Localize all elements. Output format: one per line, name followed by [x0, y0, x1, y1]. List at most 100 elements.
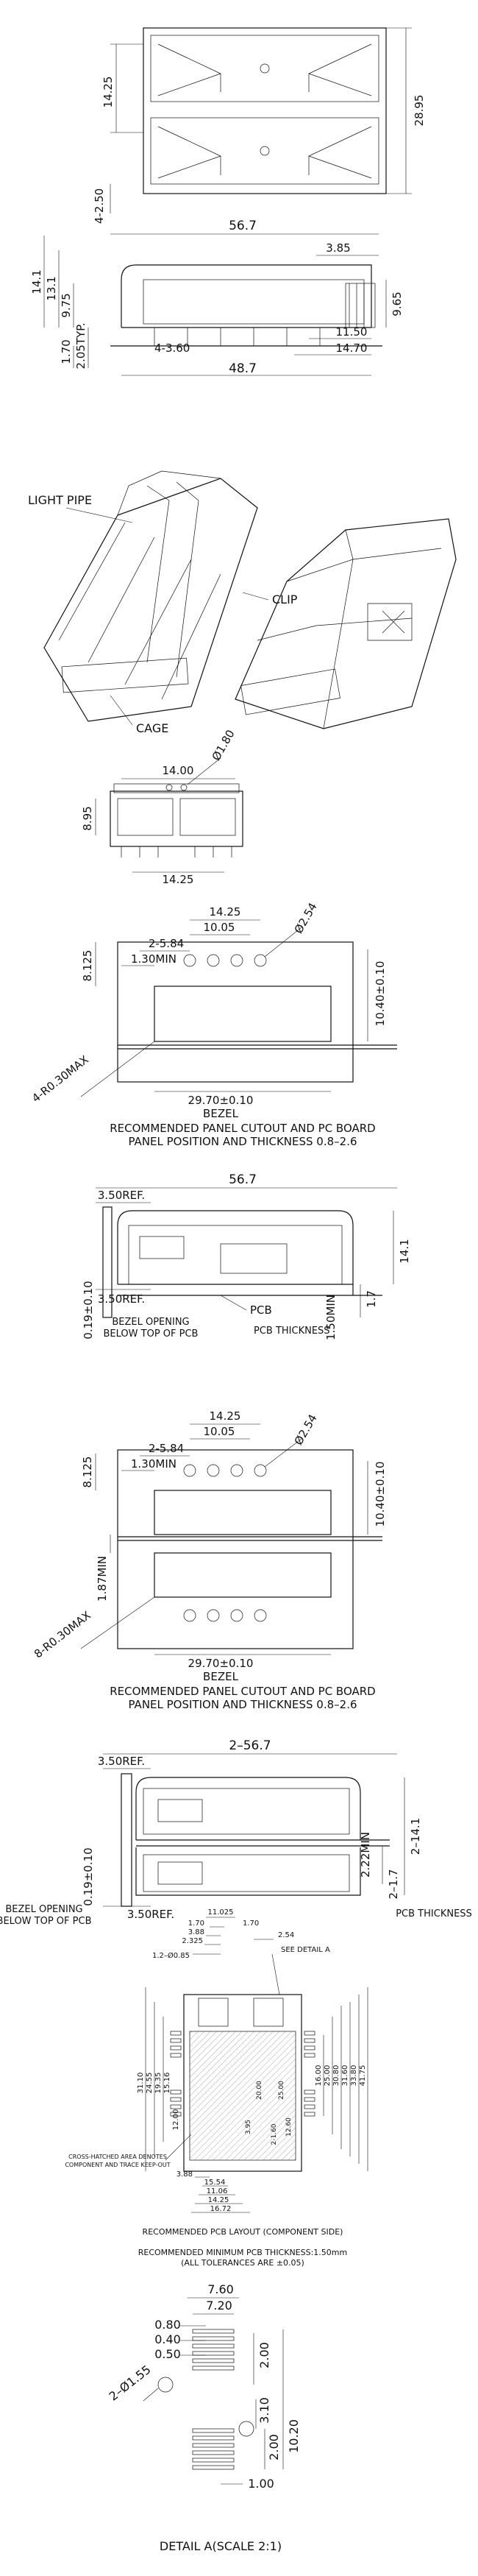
front-view: 14.00 Ø1.80 8.95 14.25 — [81, 727, 243, 886]
pcb-top-dim-7: SEE DETAIL A — [281, 1946, 330, 1954]
label-light-pipe: LIGHT PIPE — [28, 493, 92, 507]
p2-dim-8-r0-30: 8-R0.30MAX — [32, 1609, 93, 1661]
dim-14-25: 14.25 — [101, 77, 115, 108]
pcb-side-dim-0: 2-1.60 — [271, 2123, 278, 2145]
s1-dim-3-50ref-b: 3.50REF. — [98, 1292, 145, 1306]
pcb-caption-3: (ALL TOLERANCES ARE ±0.05) — [181, 2258, 304, 2268]
p1-dim-4-r0-30: 4-R0.30MAX — [29, 1053, 91, 1105]
pcb-top-dim-2: 1.70 — [243, 1919, 259, 1928]
s2-dim-2-56-7: 2–56.7 — [229, 1738, 271, 1753]
p1-caption-1: RECOMMENDED PANEL CUTOUT AND PC BOARD — [110, 1122, 376, 1135]
s1-pcb-label: PCB — [250, 1303, 272, 1317]
da-dim-7-60: 7.60 — [207, 2282, 234, 2296]
pcb-top-dim-4: 2.325 — [182, 1937, 203, 1945]
dim-9-65: 9.65 — [390, 291, 404, 316]
pcb-caption-2: RECOMMENDED MINIMUM PCB THICKNESS:1.50mm — [138, 2248, 347, 2257]
p1-dim-8-125: 8.125 — [81, 950, 94, 982]
pcb-top-dim-0: 11.025 — [208, 1908, 234, 1917]
pcb-bottom-dim-3: 14.25 — [208, 2196, 229, 2204]
pcb-left-dim-2: 19.35 — [154, 2073, 163, 2094]
detail-a-pads — [192, 2329, 235, 2470]
side-section-stacked: 2–56.7 3.50REF. 2–14.1 2–1.7 2.22MIN 0.1… — [0, 1738, 472, 1927]
pcb-side-dim-3: 20.00 — [256, 2081, 263, 2100]
pcb-side-dim-2: 12.60 — [285, 2117, 293, 2137]
dim-1-70: 1.70 — [60, 339, 73, 364]
pcb-left-dim-1: 24.55 — [146, 2073, 154, 2094]
s1-pcb-thickness: PCB THICKNESS — [254, 1326, 330, 1337]
dim-dia-1-80: Ø1.80 — [210, 727, 238, 762]
da-dim-2-00-b: 2.00 — [267, 2434, 281, 2460]
dim-4-3-60: 4-3.60 — [154, 342, 190, 355]
p2-dim-1-30min: 1.30MIN — [131, 1457, 176, 1471]
panel-cutout-stacked: 14.25 10.05 2-5.84 1.30MIN 8.125 Ø2.54 1… — [32, 1409, 387, 1711]
dim-13-1: 13.1 — [45, 276, 58, 300]
s1-dim-0-19: 0.19±0.10 — [82, 1281, 95, 1339]
pcb-side-dim-1: 3.95 — [245, 2120, 252, 2134]
s2-bezel-opening-2: BELOW TOP OF PCB — [0, 1916, 91, 1927]
pad-row-left — [170, 2031, 182, 2117]
pcb-right-dim-3: 31.60 — [341, 2065, 349, 2087]
p1-dim-dia-2-54: Ø2.54 — [292, 900, 320, 935]
s1-bezel-opening-1: BEZEL OPENING — [112, 1317, 189, 1328]
da-dim-0-80: 0.80 — [154, 2318, 181, 2332]
p2-bezel-label: BEZEL — [203, 1670, 239, 1683]
p2-dim-1-87min: 1.87MIN — [96, 1556, 109, 1602]
dim-11-50: 11.50 — [336, 325, 368, 339]
pcb-bottom-dim-1: 15.54 — [204, 2179, 226, 2187]
s2-dim-2-22min: 2.22MIN — [359, 1832, 372, 1878]
p2-dim-29-70: 29.70±0.10 — [188, 1657, 254, 1670]
pcb-left-dim-4: 12.00 — [172, 2109, 180, 2131]
p2-dim-8-125: 8.125 — [81, 1457, 94, 1488]
dim-4-2-50: 4-2.50 — [93, 188, 106, 224]
s1-dim-1-7: 1.7 — [365, 1290, 378, 1308]
da-dim-7-20: 7.20 — [206, 2299, 232, 2313]
pcb-bottom-dim-4: 16.72 — [210, 2205, 232, 2213]
side-section-single: 56.7 3.50REF. PCB 14.1 1.7 3.50REF. 0.19… — [82, 1172, 411, 1340]
p2-caption-1: RECOMMENDED PANEL CUTOUT AND PC BOARD — [110, 1685, 376, 1698]
pcb-left-dim-3: 15.16 — [163, 2073, 171, 2094]
pcb-top-dim-3: 3.88 — [188, 1928, 204, 1936]
dim-8-95: 8.95 — [81, 806, 94, 830]
isometric-view: LIGHT PIPE CLIP CAGE — [28, 470, 457, 735]
p1-dim-1-30min: 1.30MIN — [131, 952, 176, 966]
dim-14-25-front: 14.25 — [163, 873, 194, 886]
pcb-caption-1: RECOMMENDED PCB LAYOUT (COMPONENT SIDE) — [143, 2227, 343, 2237]
label-clip: CLIP — [272, 592, 298, 606]
da-dim-2-00: 2.00 — [257, 2342, 271, 2368]
dim-3-85: 3.85 — [326, 241, 350, 255]
dim-14-00: 14.00 — [163, 764, 194, 777]
top-view: 14.25 28.95 4-2.50 — [93, 27, 426, 224]
da-dim-0-40: 0.40 — [154, 2332, 181, 2346]
pcb-top-dim-1: 1.70 — [188, 1919, 204, 1928]
detail-a: 7.60 7.20 0.80 0.40 0.50 2–Ø1.55 2.00 — [107, 2282, 301, 2553]
dim-48-7: 48.7 — [229, 361, 257, 376]
da-dim-0-50: 0.50 — [154, 2347, 181, 2361]
dim-14-1: 14.1 — [30, 269, 43, 294]
s2-pcb-thickness: PCB THICKNESS — [396, 1908, 472, 1919]
pcb-layout: 11.025 1.70 1.70 3.88 2.325 1.2–Ø0.85 2.… — [65, 1908, 368, 2268]
pad-row-right — [304, 2031, 315, 2117]
da-dim-3-10: 3.10 — [257, 2397, 271, 2424]
p1-caption-2: PANEL POSITION AND THICKNESS 0.8–2.6 — [128, 1135, 357, 1148]
dim-2-05typ: 2.05TYP. — [74, 322, 88, 369]
dim-9-75: 9.75 — [60, 293, 73, 317]
p1-dim-14-25: 14.25 — [210, 905, 241, 919]
s1-dim-1-50min: 1.50MIN — [324, 1295, 338, 1340]
p2-dim-14-25: 14.25 — [210, 1409, 241, 1423]
s1-dim-56-7: 56.7 — [229, 1172, 257, 1187]
da-caption: DETAIL A(SCALE 2:1) — [160, 2539, 282, 2553]
dim-28-95: 28.95 — [413, 95, 426, 127]
pcb-side-dim-4: 25.00 — [278, 2081, 285, 2100]
pcb-note-1: CROSS-HATCHED AREA DENOTES — [68, 2154, 167, 2160]
pcb-right-dim-1: 25.00 — [324, 2065, 332, 2087]
dim-14-70: 14.70 — [336, 342, 368, 355]
s2-dim-2-14-1: 2–14.1 — [409, 1818, 422, 1855]
pcb-right-dim-0: 16.00 — [315, 2065, 323, 2087]
da-dim-1-00: 1.00 — [248, 2477, 274, 2491]
s2-bezel-opening-1: BEZEL OPENING — [5, 1904, 82, 1915]
p1-dim-29-70: 29.70±0.10 — [188, 1094, 254, 1107]
panel-cutout-single: 14.25 10.05 2-5.84 1.30MIN 8.125 Ø2.54 1… — [29, 900, 397, 1148]
p2-dim-10-05: 10.05 — [204, 1425, 235, 1438]
s2-dim-3-50ref: 3.50REF. — [98, 1755, 145, 1768]
